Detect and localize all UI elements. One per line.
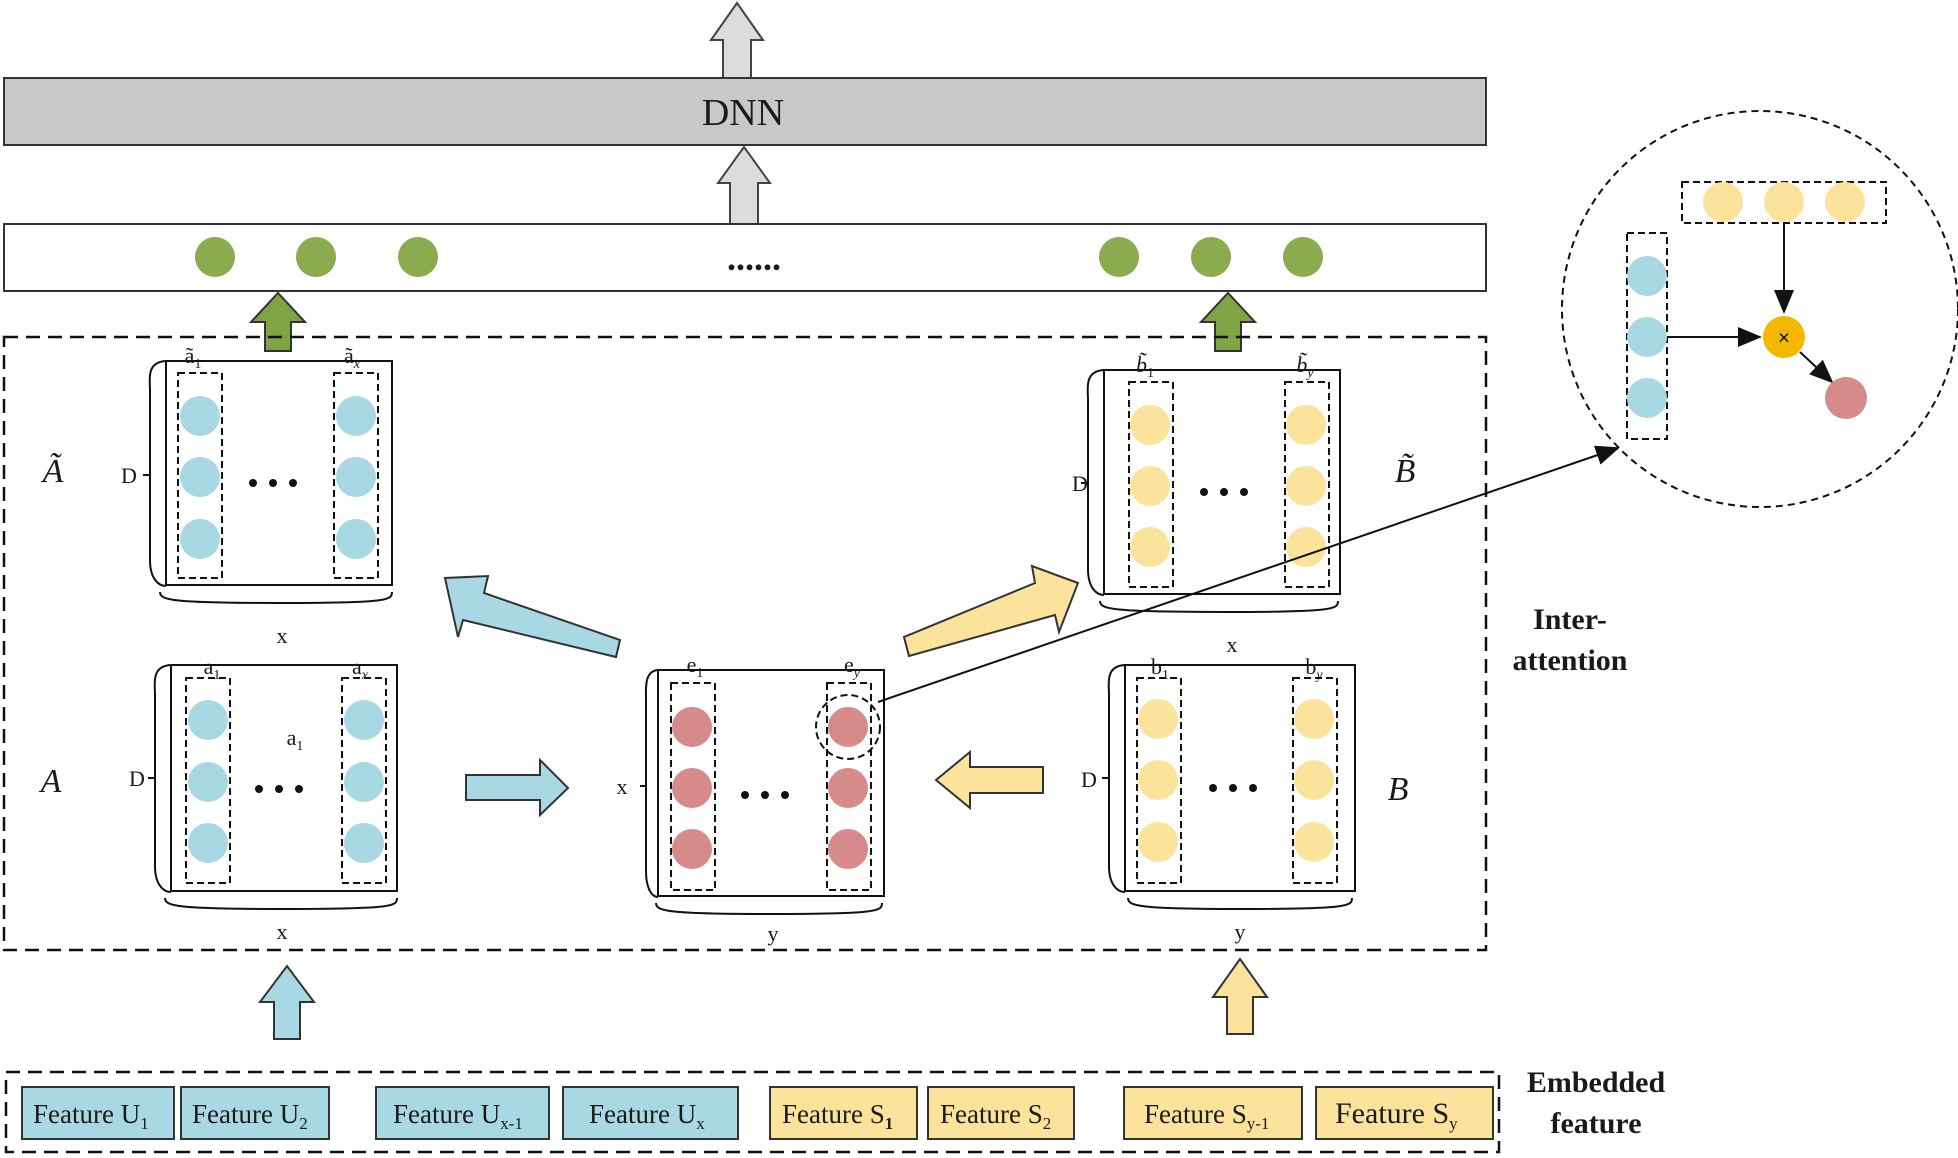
feature-box bbox=[769, 1086, 918, 1140]
concat-layer bbox=[3, 223, 1487, 292]
col-label-b-tilde-y: b̃y bbox=[1296, 352, 1314, 381]
matrix-a-dim: D bbox=[129, 766, 145, 791]
matrix-a bbox=[148, 664, 398, 911]
feature-box bbox=[927, 1086, 1075, 1140]
matrix-a-tilde-name: Ã bbox=[41, 453, 64, 490]
matrix-a-name: A bbox=[39, 763, 62, 800]
b-tilde-up-arrow bbox=[1198, 291, 1258, 352]
matrix-b-dim: D bbox=[1081, 767, 1097, 792]
feature-box bbox=[562, 1086, 739, 1140]
concat-nodes bbox=[195, 237, 1323, 277]
col-label-a-tilde-x: ãx bbox=[344, 343, 361, 372]
embedded-feature-box bbox=[4, 1070, 1501, 1154]
embedded-feature-label: Embedded feature bbox=[1526, 1066, 1666, 1140]
col-label-a-x: ax bbox=[352, 654, 369, 683]
inter-attention-label: Inter- attention bbox=[1512, 603, 1628, 677]
output-node bbox=[195, 237, 235, 277]
feature-box bbox=[1315, 1086, 1494, 1140]
zoom-connector bbox=[877, 445, 1620, 703]
feature-box bbox=[1123, 1086, 1303, 1140]
matrix-b-tilde-dim: D bbox=[1072, 471, 1088, 496]
dnn-layer bbox=[3, 77, 1487, 146]
col-label-b-tilde-1: b̃1 bbox=[1136, 352, 1154, 381]
feature-label-sy-1: Feature Sy-1 bbox=[1144, 1099, 1270, 1133]
inter-attention-box bbox=[2, 335, 1488, 952]
concat-ellipsis: ...... bbox=[727, 238, 781, 278]
a-tilde-up-arrow bbox=[248, 291, 308, 352]
feature-boxes bbox=[21, 1086, 1494, 1140]
u-features-up-arrow bbox=[258, 964, 316, 1040]
matrix-a-tilde bbox=[143, 360, 393, 605]
matrix-a-inner-label: a1 bbox=[287, 725, 304, 754]
matrix-a-width: x bbox=[277, 919, 288, 944]
col-label-b-y: by bbox=[1305, 654, 1323, 683]
matrix-b-name: B bbox=[1388, 771, 1409, 808]
matrix-b-width: y bbox=[1235, 919, 1246, 944]
feature-label-s2: Feature S2 bbox=[940, 1099, 1052, 1133]
col-label-b-1: b1 bbox=[1151, 654, 1169, 683]
col-label-e-1: e1 bbox=[687, 652, 704, 681]
col-label-a-tilde-1: ã1 bbox=[185, 343, 202, 372]
feature-box bbox=[180, 1086, 330, 1140]
a-to-e-arrow bbox=[465, 757, 570, 818]
col-label-e-y: ey bbox=[844, 652, 861, 681]
output-node bbox=[1099, 237, 1139, 277]
matrix-e bbox=[640, 669, 885, 916]
col-label-a-1: a1 bbox=[204, 654, 221, 683]
feature-label-s1: Feature S1 bbox=[782, 1099, 894, 1133]
dnn-label: DNN bbox=[702, 92, 784, 134]
highlight-circle bbox=[815, 694, 881, 760]
concat-to-dnn-arrow bbox=[716, 145, 772, 225]
feature-label-u1: Feature U1 bbox=[33, 1099, 149, 1133]
matrix-b-tilde bbox=[1081, 369, 1341, 614]
matrix-e-dim: x bbox=[617, 774, 628, 799]
feature-label-ux-1: Feature Ux-1 bbox=[393, 1099, 523, 1133]
matrix-e-width: y bbox=[768, 921, 779, 946]
output-arrow bbox=[709, 1, 765, 79]
feature-box bbox=[21, 1086, 175, 1140]
matrix-b bbox=[1102, 664, 1356, 911]
e-to-a-tilde-arrow bbox=[443, 574, 622, 659]
feature-box bbox=[375, 1086, 550, 1140]
multiply-node bbox=[1763, 316, 1805, 358]
e-to-b-tilde-arrow bbox=[902, 564, 1080, 658]
matrix-b-tilde-width: x bbox=[1227, 632, 1238, 657]
output-node bbox=[1191, 237, 1231, 277]
feature-label-u2: Feature U2 bbox=[192, 1099, 308, 1133]
matrix-b-tilde-name: B̃ bbox=[1395, 452, 1416, 490]
matrix-a-tilde-dim: D bbox=[121, 463, 137, 488]
output-node bbox=[398, 237, 438, 277]
output-node bbox=[1283, 237, 1323, 277]
matrix-a-tilde-width: x bbox=[277, 623, 288, 648]
feature-label-ux: Feature Ux bbox=[589, 1099, 705, 1133]
s-features-up-arrow bbox=[1211, 957, 1269, 1035]
feature-label-sy: Feature Sy bbox=[1335, 1097, 1458, 1133]
multiply-icon: × bbox=[1778, 325, 1791, 350]
b-to-e-arrow bbox=[934, 749, 1044, 811]
output-node bbox=[296, 237, 336, 277]
zoom-detail bbox=[1561, 110, 1958, 508]
